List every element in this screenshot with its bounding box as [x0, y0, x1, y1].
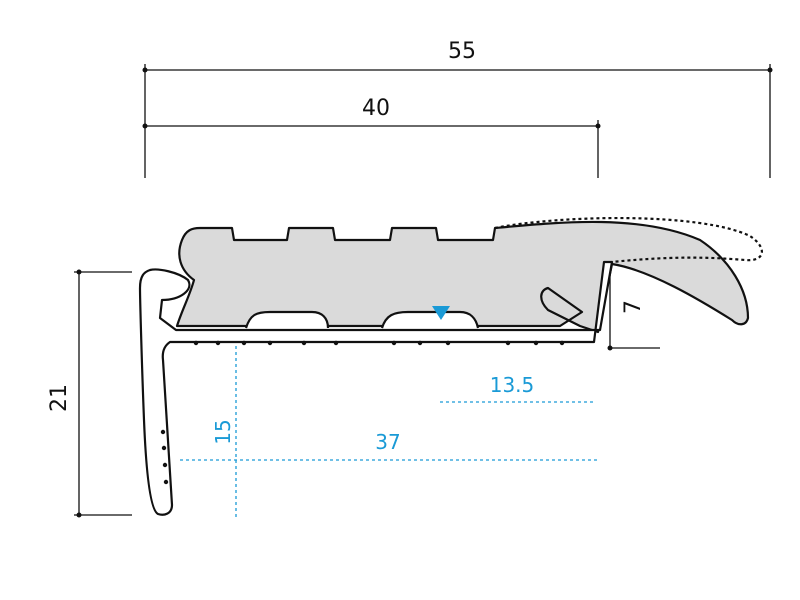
- base-length-label: 37: [375, 430, 400, 454]
- triangle-down-icon: [432, 306, 450, 320]
- channel-left: [244, 310, 330, 329]
- channel-right: [380, 310, 480, 329]
- height-label: 21: [47, 384, 72, 412]
- dimension-tread-width: 40: [142, 96, 601, 178]
- dimension-nose-height: 7: [607, 262, 660, 351]
- dimension-height: 21: [47, 269, 132, 518]
- reference-leg-depth: 15: [211, 346, 237, 520]
- dimension-overall-width: 55: [142, 39, 773, 178]
- nose-height-label: 7: [621, 300, 646, 314]
- insert-offset-label: 13.5: [490, 373, 535, 397]
- aluminium-profile: [138, 260, 614, 516]
- reference-base-length: 37: [180, 430, 598, 461]
- rubber-insert: [175, 220, 750, 334]
- reference-insert-offset: 13.5: [440, 373, 596, 403]
- leg-depth-label: 15: [211, 419, 235, 444]
- leg-ribs: [160, 429, 169, 485]
- base-ribs: [193, 340, 565, 346]
- overall-width-label: 55: [448, 39, 476, 64]
- tread-width-label: 40: [362, 96, 390, 121]
